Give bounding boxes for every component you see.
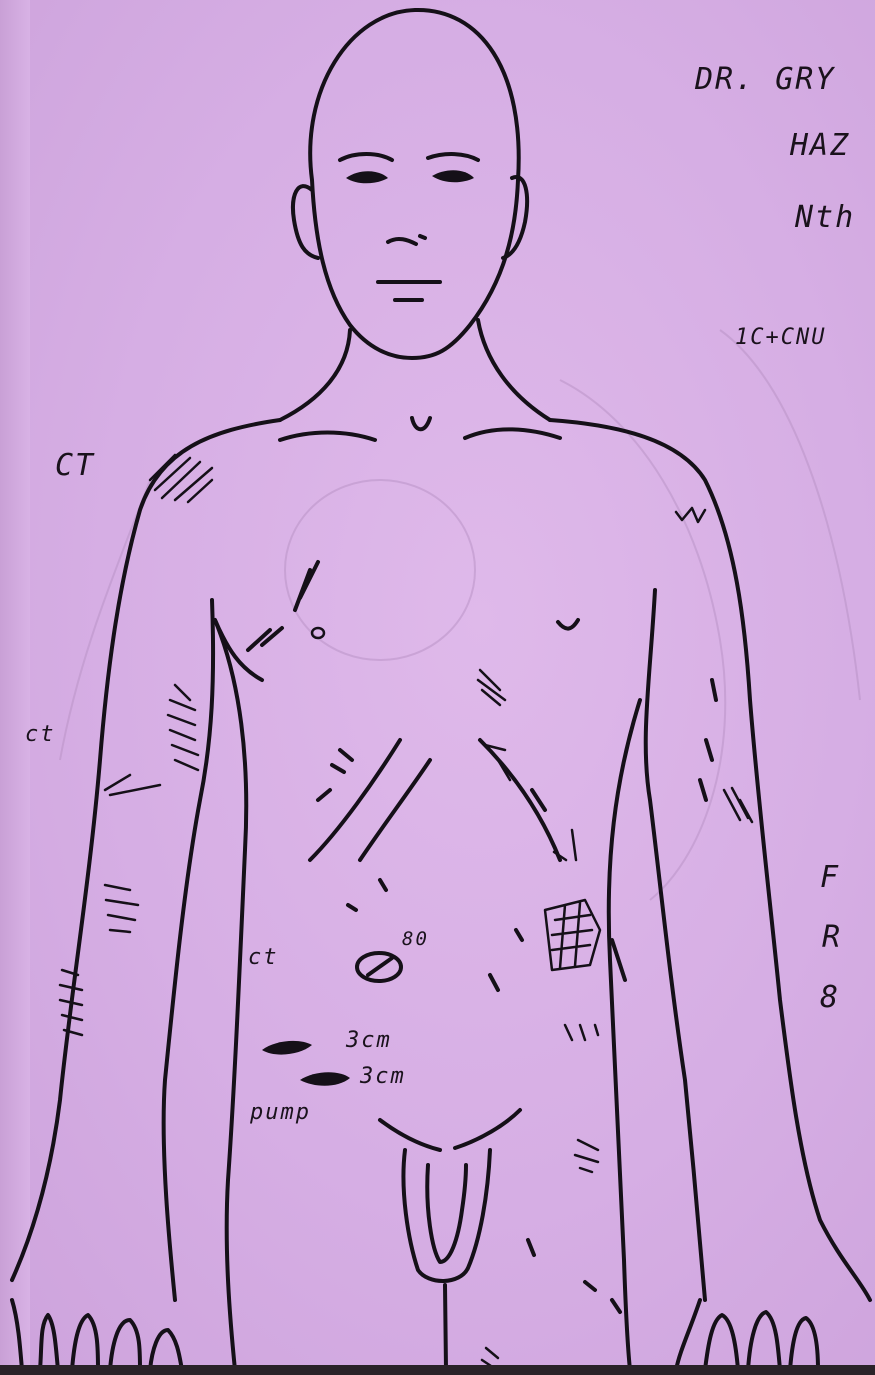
mouth xyxy=(378,282,440,300)
label-80: 80 xyxy=(402,928,429,950)
note-haz: HAZ xyxy=(790,128,850,163)
side-note-f: F xyxy=(820,860,840,895)
inguinal-right xyxy=(455,1110,520,1148)
inguinal-left xyxy=(380,1120,440,1150)
left-hand xyxy=(12,1300,182,1370)
note-1c: 1C+CNU xyxy=(735,325,826,350)
left-arm-outer xyxy=(12,420,280,1280)
right-clavicle xyxy=(465,429,560,438)
right-brow xyxy=(428,154,478,160)
wound-marks xyxy=(60,455,752,1368)
label-3cm-1: 3cm xyxy=(346,1028,392,1053)
left-brow xyxy=(340,154,392,160)
label-3cm-2: 3cm xyxy=(360,1064,406,1089)
bottom-border xyxy=(0,1365,875,1375)
side-note-8: 8 xyxy=(820,980,840,1015)
genital-outline xyxy=(403,1150,490,1281)
left-clavicle xyxy=(280,433,375,441)
note-nth: Nth xyxy=(795,200,855,235)
right-nipple-mark xyxy=(558,620,578,629)
right-eye xyxy=(432,170,474,182)
left-eye xyxy=(346,171,388,183)
incision-2 xyxy=(360,760,430,860)
left-pectoral xyxy=(215,620,262,680)
note-doctor: DR. GRY xyxy=(695,62,835,97)
incision-1 xyxy=(310,740,400,860)
left-torso-side xyxy=(215,620,246,1370)
right-arm-inner xyxy=(646,590,705,1300)
midline xyxy=(445,1285,446,1370)
label-shoulder-ct: CT xyxy=(55,448,95,483)
nose xyxy=(388,236,425,244)
left-arm-inner xyxy=(164,600,213,1300)
right-hand xyxy=(676,1300,818,1370)
rib-line xyxy=(480,740,560,860)
head-outline xyxy=(310,10,519,358)
right-torso-side xyxy=(609,700,640,1370)
side-note-r: R xyxy=(822,920,842,955)
neck-right xyxy=(478,320,550,420)
label-abdomen-ct: ct xyxy=(248,945,279,970)
label-pump: pump xyxy=(250,1100,311,1125)
neck-left xyxy=(280,330,350,420)
sternal-notch xyxy=(412,418,430,429)
label-forearm-ct: ct xyxy=(25,722,56,747)
